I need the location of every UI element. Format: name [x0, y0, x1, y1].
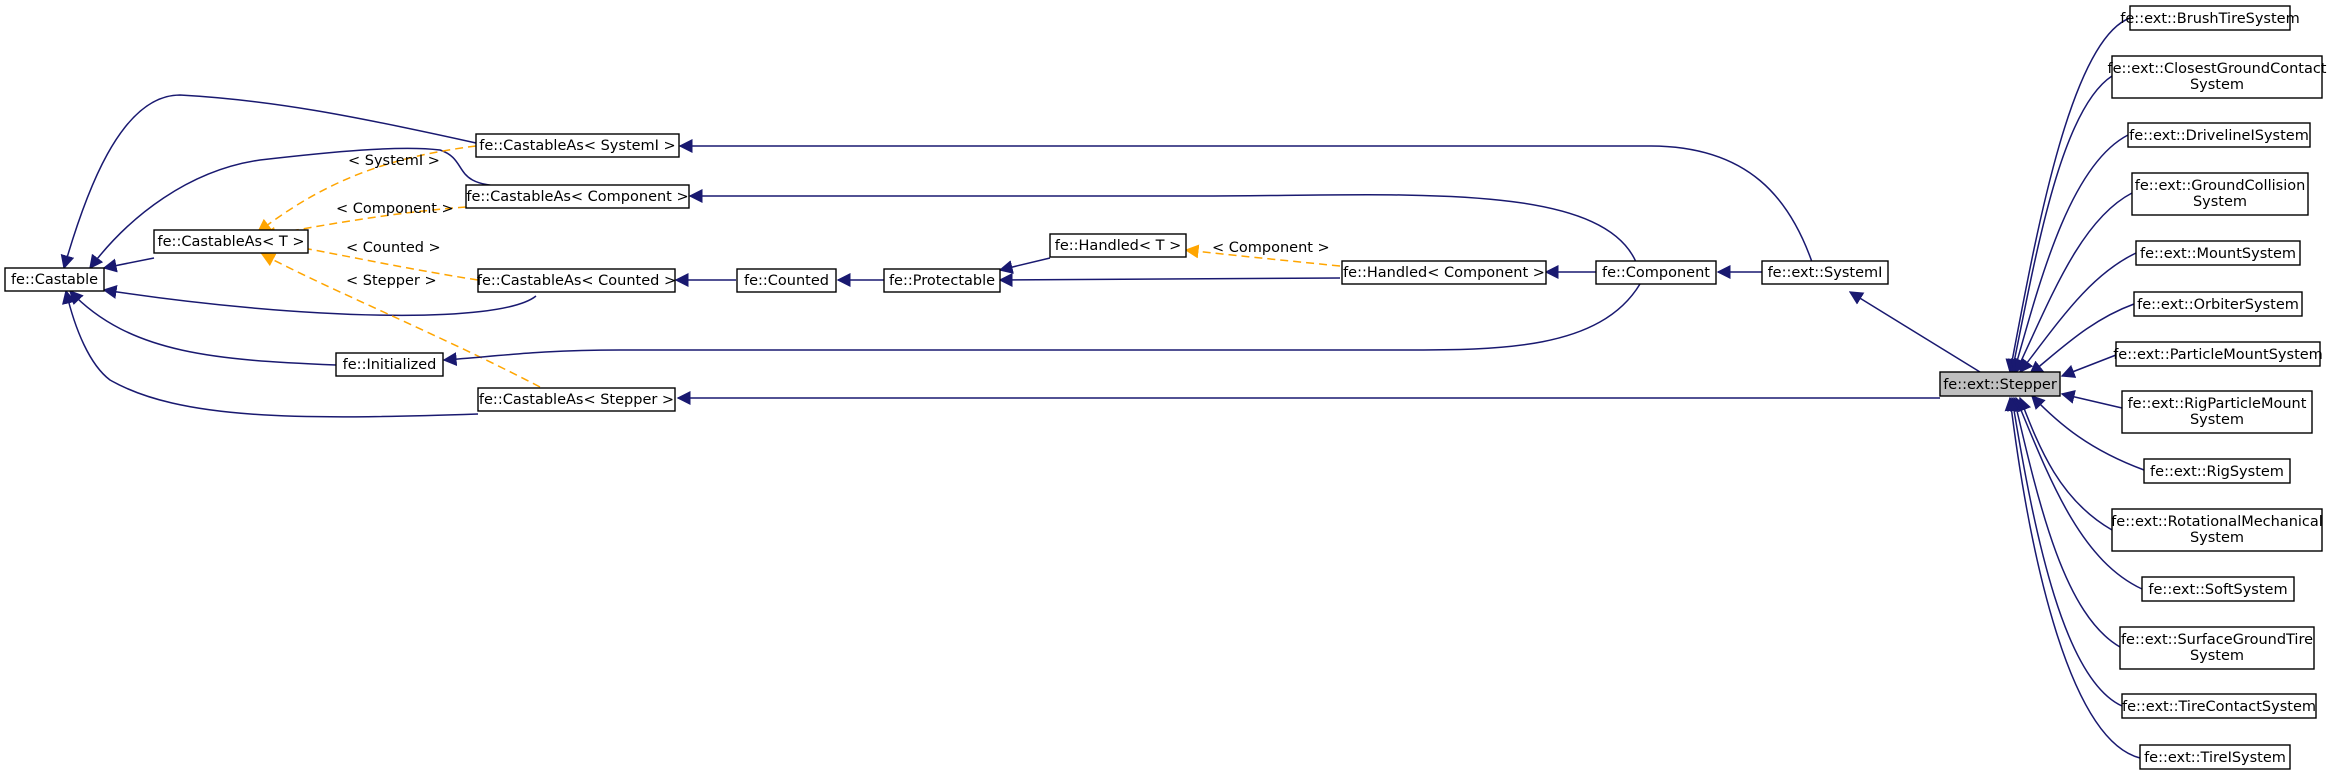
- node-label: fe::ext::DrivelineISystem: [2129, 128, 2309, 144]
- edge-template-component: [261, 206, 467, 241]
- node-stepper[interactable]: fe::ext::Stepper: [1939, 371, 2061, 397]
- node-label: fe::ext::BrushTireSystem: [2120, 11, 2299, 27]
- node-label: fe::Handled< Component >: [1343, 265, 1545, 281]
- edge-stepper-rigparticlemount: [2060, 390, 2123, 409]
- node-handled-t[interactable]: fe::Handled< T >: [1049, 233, 1187, 258]
- node-orbiter-system[interactable]: fe::ext::OrbiterSystem: [2133, 291, 2303, 317]
- node-label: fe::ext::ParticleMountSystem: [2113, 347, 2323, 363]
- edge-castablecomponent-component: [688, 189, 1637, 263]
- edge-protectable-handledt: [998, 257, 1051, 274]
- node-initialized[interactable]: fe::Initialized: [335, 352, 444, 377]
- node-castable[interactable]: fe::Castable: [4, 267, 105, 292]
- edge-template-handled-component: [1184, 244, 1341, 267]
- edge-stepper-mount: [2019, 252, 2137, 374]
- node-label: fe::ext::MountSystem: [2140, 246, 2296, 262]
- node-label: fe::CastableAs< T >: [158, 234, 305, 250]
- node-mount-system[interactable]: fe::ext::MountSystem: [2135, 240, 2301, 266]
- edge-stepper-groundcollision: [2015, 192, 2133, 374]
- edge-systemi-stepper: [1848, 291, 1981, 373]
- node-label: fe::ext::OrbiterSystem: [2137, 297, 2299, 313]
- edge-stepper-brushtire: [2005, 17, 2131, 374]
- node-closest-ground-contact-system[interactable]: fe::ext::ClosestGroundContact System: [2108, 55, 2327, 99]
- edge-protectable-handledcomponent: [998, 272, 1341, 287]
- node-label: fe::ext::RigSystem: [2150, 464, 2284, 480]
- node-rig-system[interactable]: fe::ext::RigSystem: [2143, 458, 2291, 484]
- node-label: fe::ext::TireContactSystem: [2122, 699, 2316, 715]
- node-label-line2: System: [2190, 530, 2244, 546]
- node-label: fe::ext::TireISystem: [2144, 750, 2286, 766]
- edge-stepper-surfacegroundtire: [2010, 396, 2121, 648]
- edge-stepper-tirei: [2004, 396, 2141, 759]
- edge-label-stepper: < Stepper >: [346, 273, 437, 289]
- edge-castable-initialized: [69, 289, 337, 366]
- node-tire-i-system[interactable]: fe::ext::TireISystem: [2139, 744, 2291, 770]
- node-label-line1: fe::ext::GroundCollision: [2135, 178, 2306, 194]
- edge-label-counted: < Counted >: [346, 240, 441, 256]
- node-label: fe::ext::Stepper: [1943, 377, 2057, 393]
- edge-template-systemi: [256, 145, 477, 233]
- edge-castable-castablecounted: [102, 284, 537, 317]
- node-castable-as-systemi[interactable]: fe::CastableAs< SystemI >: [475, 133, 680, 158]
- node-brush-tire-system[interactable]: fe::ext::BrushTireSystem: [2120, 5, 2300, 31]
- node-label: fe::Component: [1602, 265, 1710, 281]
- node-castable-as-stepper[interactable]: fe::CastableAs< Stepper >: [477, 387, 676, 412]
- node-label: fe::Initialized: [343, 357, 437, 373]
- node-systemi[interactable]: fe::ext::SystemI: [1761, 260, 1889, 285]
- edge-stepper-rotationalmech: [2017, 396, 2113, 531]
- edge-stepper-drivelinei: [2010, 134, 2129, 374]
- edge-castable-castablet: [102, 257, 155, 273]
- node-label: fe::Protectable: [889, 273, 995, 289]
- edge-template-stepper: [260, 253, 541, 388]
- edge-stepper-rig: [2031, 394, 2145, 471]
- edge-stepper-soft: [2014, 396, 2143, 590]
- node-label: fe::ext::SoftSystem: [2148, 582, 2287, 598]
- edge-castablesystemi-systemi: [678, 139, 1813, 263]
- node-handled-component[interactable]: fe::Handled< Component >: [1341, 260, 1547, 285]
- node-label-line1: fe::ext::RigParticleMount: [2128, 396, 2307, 412]
- edge-label-handled-component: < Component >: [1212, 240, 1330, 256]
- node-label: fe::Counted: [744, 273, 829, 289]
- node-surface-ground-tire-system[interactable]: fe::ext::SurfaceGroundTire System: [2119, 626, 2315, 670]
- node-label-line1: fe::ext::SurfaceGroundTire: [2121, 632, 2313, 648]
- node-label: fe::CastableAs< Stepper >: [479, 392, 674, 408]
- edge-castable-castablecomponent: [89, 147, 507, 270]
- node-counted[interactable]: fe::Counted: [736, 268, 837, 293]
- node-label-line1: fe::ext::RotationalMechanical: [2111, 514, 2323, 530]
- node-label-line1: fe::ext::ClosestGroundContact: [2108, 61, 2327, 77]
- edge-stepper-closestground: [2007, 75, 2113, 374]
- node-protectable[interactable]: fe::Protectable: [883, 268, 1001, 293]
- node-label: fe::CastableAs< Component >: [466, 189, 688, 205]
- node-driveline-i-system[interactable]: fe::ext::DrivelineISystem: [2127, 122, 2311, 148]
- node-castable-as-t[interactable]: fe::CastableAs< T >: [153, 229, 309, 254]
- edge-castable-castablesystemi: [60, 94, 477, 270]
- node-castable-as-counted[interactable]: fe::CastableAs< Counted >: [477, 268, 676, 293]
- node-label: fe::CastableAs< SystemI >: [479, 138, 675, 154]
- node-rotational-mechanical-system[interactable]: fe::ext::RotationalMechanical System: [2111, 508, 2323, 552]
- node-soft-system[interactable]: fe::ext::SoftSystem: [2141, 576, 2295, 602]
- node-label-line2: System: [2190, 77, 2244, 93]
- node-label: fe::ext::SystemI: [1768, 265, 1883, 281]
- node-particle-mount-system[interactable]: fe::ext::ParticleMountSystem: [2113, 341, 2323, 367]
- edge-stepper-tirecontact: [2007, 396, 2123, 707]
- edge-stepper-orbiter: [2028, 303, 2135, 375]
- node-label: fe::Handled< T >: [1055, 238, 1182, 254]
- node-castable-as-component[interactable]: fe::CastableAs< Component >: [465, 184, 690, 209]
- node-label: fe::Castable: [11, 272, 98, 288]
- node-label: fe::CastableAs< Counted >: [477, 273, 676, 289]
- edge-stepper-particlemount: [2060, 354, 2117, 378]
- node-label-line2: System: [2193, 194, 2247, 210]
- node-ground-collision-system[interactable]: fe::ext::GroundCollision System: [2131, 172, 2309, 216]
- node-rig-particle-mount-system[interactable]: fe::ext::RigParticleMount System: [2121, 390, 2313, 434]
- edge-label-systemi: < SystemI >: [348, 153, 440, 169]
- node-label-line2: System: [2190, 648, 2244, 664]
- node-label-line2: System: [2190, 412, 2244, 428]
- edge-castable-castablestepper: [62, 289, 479, 418]
- node-component[interactable]: fe::Component: [1595, 260, 1717, 285]
- edge-initialized-component: [442, 283, 1641, 367]
- node-tire-contact-system[interactable]: fe::ext::TireContactSystem: [2121, 693, 2317, 719]
- edge-label-component: < Component >: [336, 201, 454, 217]
